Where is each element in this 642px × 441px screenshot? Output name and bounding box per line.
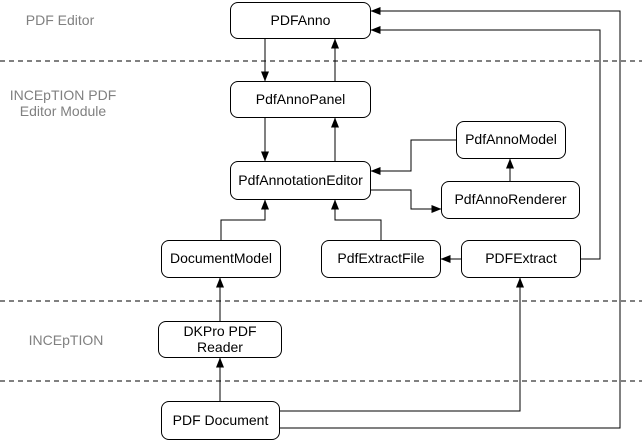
node-label-dkpro-pdf-reader: DKPro PDF Reader <box>183 323 257 355</box>
node-label-pdfextract: PDFExtract <box>485 250 557 267</box>
node-label-pdfannopanel: PdfAnnoPanel <box>255 90 346 107</box>
edge-documentmodel-to-editor <box>220 199 269 240</box>
node-pdfextractfile: PdfExtractFile <box>321 240 441 278</box>
edge-pdfextractfile-to-editor <box>331 199 382 240</box>
node-pdfannorenderer: PdfAnnoRenderer <box>441 181 580 219</box>
node-label-pdf-document: PDF Document <box>172 411 269 428</box>
node-pdf-document: PDF Document <box>161 401 280 440</box>
node-pdfextract: PDFExtract <box>461 240 581 278</box>
node-documentmodel: DocumentModel <box>161 240 281 278</box>
section-label-pdf-editor: PDF Editor <box>25 11 95 28</box>
node-dkpro-pdf-reader: DKPro PDF Reader <box>158 321 282 358</box>
node-pdfannomodel: PdfAnnoModel <box>456 121 566 159</box>
section-label-inception-pdf-editor-module: INCEpTION PDF Editor Module <box>9 86 117 119</box>
node-pdfannopanel: PdfAnnoPanel <box>230 81 371 118</box>
edge-pdfdocument-to-pdfanno <box>280 6 621 429</box>
node-label-pdfannomodel: PdfAnnoModel <box>465 131 557 148</box>
node-label-pdfanno: PDFAnno <box>270 11 331 28</box>
edge-pdfextract-to-pdfanno <box>370 26 601 260</box>
node-pdfannotationeditor: PdfAnnotationEditor <box>230 161 371 200</box>
node-label-pdfextractfile: PdfExtractFile <box>337 250 425 267</box>
edge-pdfannomodel-to-editor <box>370 139 456 175</box>
node-label-pdfannotationeditor: PdfAnnotationEditor <box>238 171 363 188</box>
edge-editor-to-pdfannorenderer <box>371 189 442 213</box>
section-label-inception: INCEpTION <box>28 331 104 348</box>
edge-pdfdocument-to-pdfextract <box>280 277 524 412</box>
node-pdfanno: PDFAnno <box>230 2 371 39</box>
node-label-pdfannorenderer: PdfAnnoRenderer <box>454 191 567 208</box>
node-label-documentmodel: DocumentModel <box>170 250 272 267</box>
